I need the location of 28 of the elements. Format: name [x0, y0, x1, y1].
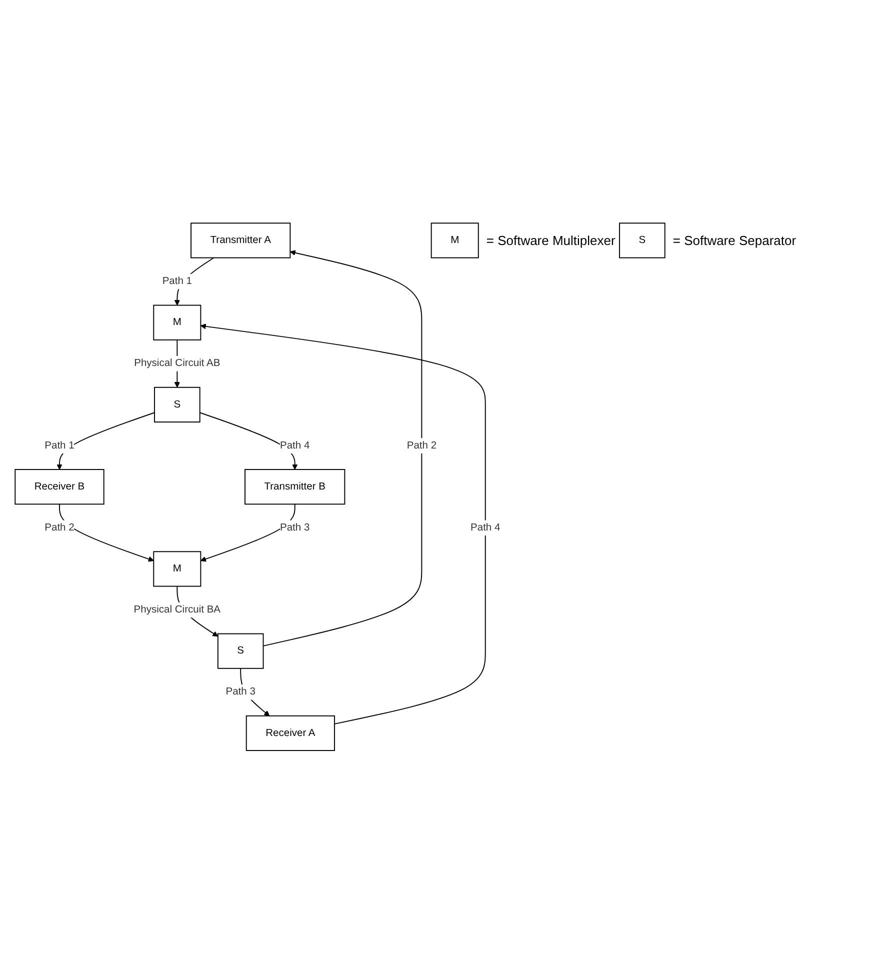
- legend-text: = Software Multiplexer: [486, 232, 616, 248]
- edge-label: Physical Circuit AB: [134, 358, 220, 369]
- legend-text: = Software Separator: [672, 232, 796, 248]
- edge-label: Path 3: [226, 686, 256, 698]
- edge-label: Physical Circuit BA: [134, 604, 221, 616]
- node-box: M: [153, 551, 202, 587]
- arrow: [56, 412, 155, 470]
- edge-label: Path 4: [470, 522, 500, 534]
- arrow: [200, 504, 296, 562]
- edge-label: Path 1: [44, 440, 74, 452]
- edge-label: Path 4: [280, 440, 310, 452]
- node-box: Receiver B: [14, 469, 104, 505]
- node-box: S: [154, 387, 200, 423]
- arrow: [200, 324, 486, 725]
- edge-label: Path 3: [280, 522, 310, 534]
- arrow: [59, 504, 154, 562]
- node-box: M: [430, 222, 479, 258]
- node-box: S: [217, 633, 264, 670]
- node-box: Transmitter A: [190, 222, 291, 258]
- node-box: M: [153, 304, 202, 341]
- node-box: Transmitter B: [244, 469, 346, 505]
- edge-label: Path 2: [406, 440, 437, 452]
- edge-label: Path 2: [44, 522, 74, 534]
- arrow: [199, 412, 298, 470]
- node-box: Receiver A: [246, 716, 335, 752]
- edge-label: Path 1: [162, 276, 192, 287]
- node-box: S: [619, 222, 666, 258]
- arrow: [262, 250, 422, 647]
